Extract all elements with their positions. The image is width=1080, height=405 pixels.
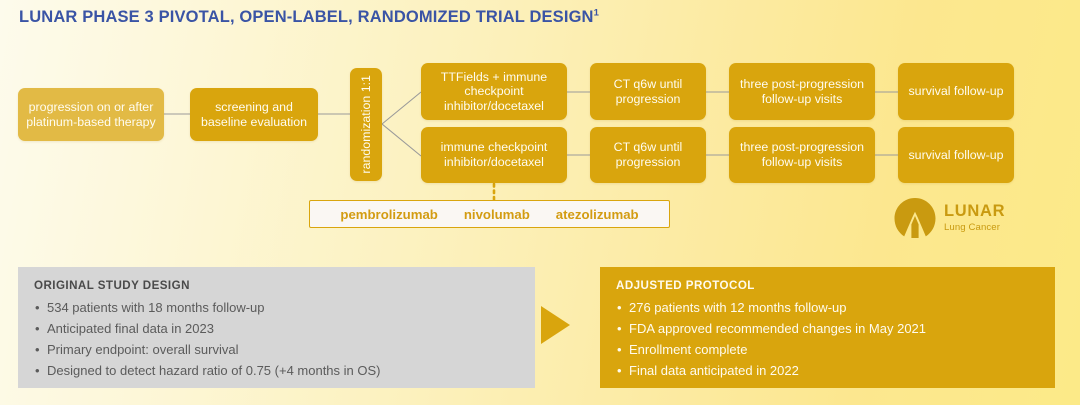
flow-box-ct-scan-arm1[interactable]: CT q6w until progression — [590, 63, 706, 120]
flow-box-randomization[interactable]: randomization 1:1 — [350, 68, 382, 181]
flow-box-ct-scan-arm1-label: CT q6w until progression — [613, 76, 683, 106]
lunar-logo-name: LUNAR — [944, 202, 1006, 221]
list-item: FDA approved recommended changes in May … — [616, 318, 1039, 339]
flow-box-followup-visits-arm1[interactable]: three post-progression follow-up visits — [729, 63, 875, 120]
drug-option-pembrolizumab: pembrolizumab — [340, 206, 438, 222]
lunar-logo-text: LUNAR Lung Cancer — [944, 202, 1005, 233]
lunar-logo-subtitle: Lung Cancer — [944, 221, 1001, 233]
flow-box-survival-followup-arm2-label: survival follow-up — [908, 147, 1004, 162]
flow-box-arm-control-label: immune checkpoint inhibitor/docetaxel — [440, 140, 548, 169]
list-item: Final data anticipated in 2022 — [616, 360, 1039, 381]
panel-adjusted-heading: ADJUSTED PROTOCOL — [616, 279, 755, 292]
flow-box-arm-ttfields-label: TTFields + immune checkpoint inhibitor/d… — [440, 69, 548, 113]
list-item: Designed to detect hazard ratio of 0.75 … — [34, 360, 519, 381]
flow-box-followup-visits-arm1-label: three post-progression follow-up visits — [740, 76, 864, 106]
flow-box-followup-visits-arm2-label: three post-progression follow-up visits — [740, 140, 864, 169]
flow-box-progression[interactable]: progression on or after platinum-based t… — [18, 88, 164, 141]
title-footnote-marker: 1 — [593, 7, 600, 19]
list-item: 534 patients with 18 months follow-up — [34, 296, 519, 318]
drug-options-callout: pembrolizumab nivolumab atezolizumab — [309, 200, 670, 228]
flow-box-survival-followup-arm2[interactable]: survival follow-up — [898, 127, 1014, 183]
list-item: 276 patients with 12 months follow-up — [616, 296, 1039, 318]
list-item: Enrollment complete — [616, 339, 1039, 360]
flow-box-progression-label: progression on or after platinum-based t… — [26, 99, 156, 129]
panel-original-list: 534 patients with 18 months follow-up An… — [34, 296, 519, 381]
drug-option-atezolizumab: atezolizumab — [555, 206, 639, 222]
page-title: LUNAR PHASE 3 PIVOTAL, OPEN-LABEL, RANDO… — [19, 8, 599, 27]
flow-box-ct-scan-arm2[interactable]: CT q6w until progression — [590, 127, 706, 183]
list-item: Anticipated final data in 2023 — [34, 318, 519, 339]
flow-box-screening-label: screening and baseline evaluation — [200, 99, 308, 129]
panel-adjusted-protocol: ADJUSTED PROTOCOL 276 patients with 12 m… — [600, 267, 1055, 388]
drug-option-nivolumab: nivolumab — [463, 206, 530, 222]
flow-box-followup-visits-arm2[interactable]: three post-progression follow-up visits — [729, 127, 875, 183]
flow-box-randomization-label: randomization 1:1 — [358, 75, 373, 174]
flow-box-screening[interactable]: screening and baseline evaluation — [190, 88, 318, 141]
panel-original-heading: ORIGINAL STUDY DESIGN — [34, 279, 190, 292]
lunar-logo: LUNAR Lung Cancer — [893, 196, 1021, 240]
lunar-logo-mark-icon — [894, 198, 936, 238]
panel-original-study-design: ORIGINAL STUDY DESIGN 534 patients with … — [18, 267, 535, 388]
list-item: Primary endpoint: overall survival — [34, 339, 519, 360]
flow-box-arm-control[interactable]: immune checkpoint inhibitor/docetaxel — [421, 127, 567, 183]
page-title-text: LUNAR PHASE 3 PIVOTAL, OPEN-LABEL, RANDO… — [19, 8, 594, 26]
panel-adjusted-list: 276 patients with 12 months follow-up FD… — [616, 296, 1039, 381]
transition-arrow-icon — [541, 306, 570, 344]
flow-box-survival-followup-arm1[interactable]: survival follow-up — [898, 63, 1014, 120]
flow-box-ct-scan-arm2-label: CT q6w until progression — [613, 140, 683, 169]
flow-box-survival-followup-arm1-label: survival follow-up — [908, 84, 1004, 99]
flow-box-arm-ttfields[interactable]: TTFields + immune checkpoint inhibitor/d… — [421, 63, 567, 120]
